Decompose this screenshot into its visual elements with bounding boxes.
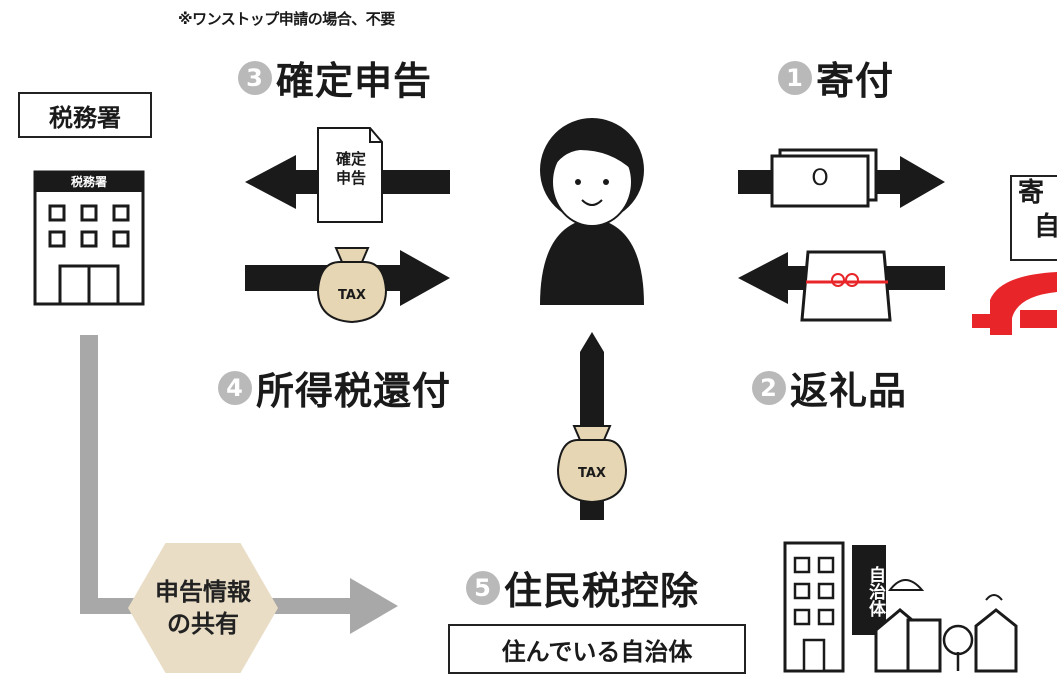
kakutei-doc-line2: 申告 <box>335 168 366 187</box>
step-5-number: 5 <box>466 570 500 605</box>
step-4-number: 4 <box>218 370 252 405</box>
red-partial-icon <box>972 272 1057 335</box>
step-4-tax-refund: 4 所得税還付 <box>218 360 451 415</box>
tax-bag-icon-center <box>556 425 628 504</box>
step-3-label: 確定申告 <box>276 59 433 103</box>
step-1-number: 1 <box>778 60 812 95</box>
step-1-donation: 1 寄付 <box>778 50 894 105</box>
tax-office-label: 税務署 <box>18 92 152 138</box>
right-partial-line2: 自 <box>1034 211 1057 242</box>
step-3-kakutei-shinkoku: 3 確定申告 <box>238 50 432 105</box>
gift-box-icon <box>800 250 892 322</box>
info-share-hexagon: 申告情報 の共有 <box>128 543 278 673</box>
step-1-label: 寄付 <box>816 59 895 103</box>
right-partial-box: 寄 自 <box>1010 175 1057 261</box>
right-partial-line1: 寄 <box>1018 178 1045 208</box>
local-gov-buildings-icon <box>783 541 1018 673</box>
step-5-resident-tax: 5 住民税控除 <box>466 560 699 615</box>
step-2-label: 返礼品 <box>790 369 908 413</box>
cash-label: O <box>811 166 829 191</box>
person-icon <box>540 118 644 305</box>
share-line1: 申告情報 <box>155 577 251 606</box>
step-5-label: 住民税控除 <box>504 569 700 613</box>
tax-office-building-icon <box>33 170 145 306</box>
tax-bag-label-left: TAX <box>338 288 366 303</box>
step-3-number: 3 <box>238 60 272 95</box>
step-2-return-gift: 2 返礼品 <box>752 360 907 415</box>
cash-icon <box>770 148 878 208</box>
step-4-label: 所得税還付 <box>256 369 452 413</box>
local-gov-sign: 自治体 <box>865 565 885 617</box>
step-2-number: 2 <box>752 370 786 405</box>
tax-bag-label-center: TAX <box>578 466 606 481</box>
kakutei-doc-line1: 確定 <box>335 150 366 168</box>
tax-bag-icon-left <box>316 247 388 324</box>
kakutei-document-icon <box>317 127 383 223</box>
share-line2: の共有 <box>167 610 239 638</box>
local-gov-label: 住んでいる自治体 <box>448 624 746 674</box>
info-share-arrow <box>80 335 398 634</box>
tax-office-sign: 税務署 <box>70 175 107 189</box>
one-stop-note: ※ワンストップ申請の場合、不要 <box>178 10 395 28</box>
kakutei-doc-text: 確定 申告 <box>326 150 376 188</box>
